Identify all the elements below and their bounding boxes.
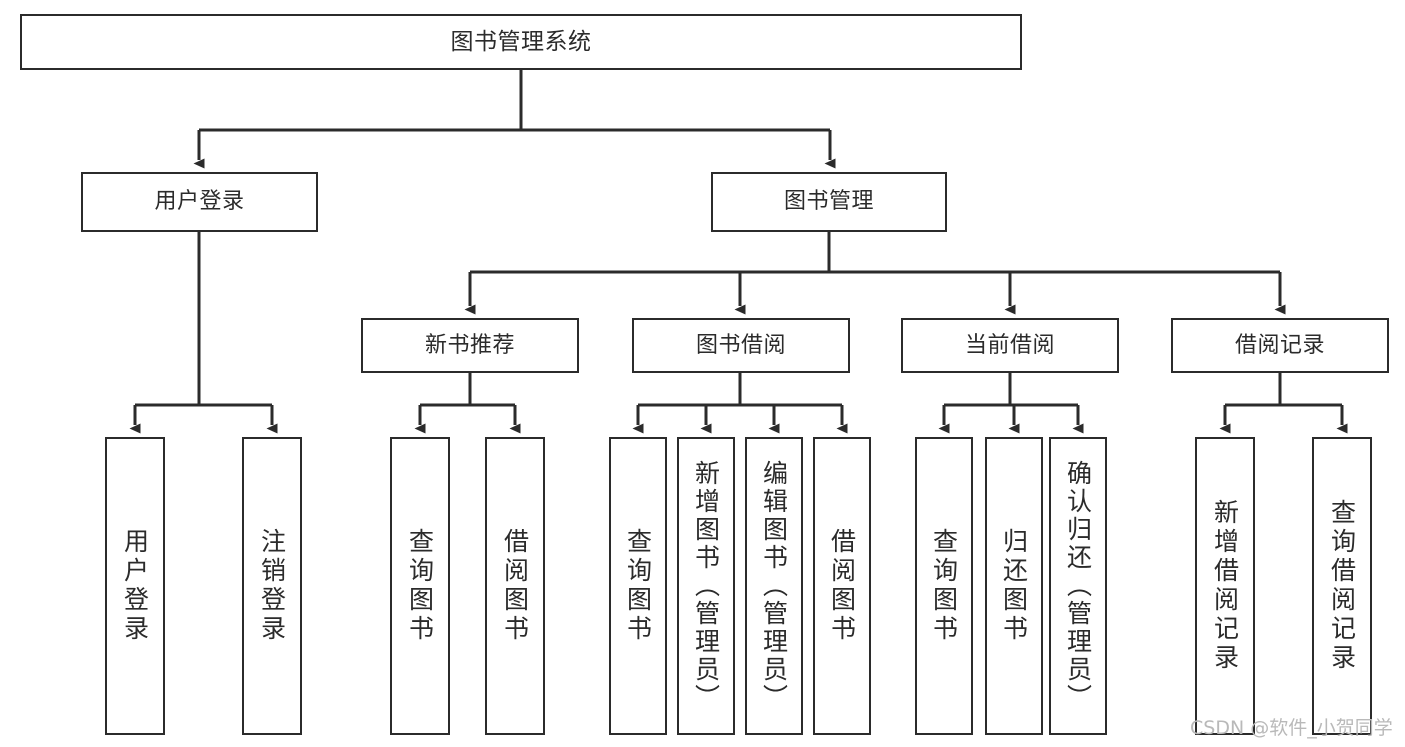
node-current-borrow-label: 当前借阅: [964, 332, 1055, 358]
node-leaf-confirm-return-label: 确认归还（管理员）: [1063, 460, 1093, 712]
csdn-watermark: CSDN @软件_小贺同学: [1190, 717, 1393, 739]
node-leaf-query-book-3[interactable]: 查询图书: [915, 437, 973, 735]
node-leaf-query-record-label: 查询借阅记录: [1327, 499, 1357, 673]
node-leaf-logout[interactable]: 注销登录: [242, 437, 302, 735]
node-leaf-query-book-1-label: 查询图书: [405, 528, 435, 644]
node-root[interactable]: 图书管理系统: [20, 14, 1022, 70]
node-leaf-user-login[interactable]: 用户登录: [105, 437, 165, 735]
node-leaf-borrow-book-1[interactable]: 借阅图书: [485, 437, 545, 735]
node-book-manage[interactable]: 图书管理: [711, 172, 947, 232]
node-leaf-add-record[interactable]: 新增借阅记录: [1195, 437, 1255, 735]
node-leaf-edit-book-label: 编辑图书（管理员）: [759, 460, 789, 712]
node-leaf-query-book-2[interactable]: 查询图书: [609, 437, 667, 735]
node-book-manage-label: 图书管理: [783, 189, 874, 215]
node-leaf-add-book-label: 新增图书（管理员）: [691, 460, 721, 712]
node-leaf-add-record-label: 新增借阅记录: [1210, 499, 1240, 673]
node-book-borrow[interactable]: 图书借阅: [632, 318, 850, 373]
node-leaf-borrow-book-2[interactable]: 借阅图书: [813, 437, 871, 735]
node-leaf-return-book-label: 归还图书: [999, 528, 1029, 644]
node-new-book-rec-label: 新书推荐: [424, 332, 515, 358]
node-book-borrow-label: 图书借阅: [695, 332, 786, 358]
node-leaf-borrow-book-1-label: 借阅图书: [500, 528, 530, 644]
node-leaf-logout-label: 注销登录: [257, 528, 287, 644]
node-borrow-record[interactable]: 借阅记录: [1171, 318, 1389, 373]
node-borrow-record-label: 借阅记录: [1234, 332, 1325, 358]
node-leaf-query-book-2-label: 查询图书: [623, 528, 653, 644]
node-user-login[interactable]: 用户登录: [81, 172, 318, 232]
node-current-borrow[interactable]: 当前借阅: [901, 318, 1119, 373]
node-leaf-confirm-return[interactable]: 确认归还（管理员）: [1049, 437, 1107, 735]
node-user-login-label: 用户登录: [154, 189, 245, 215]
node-leaf-query-record[interactable]: 查询借阅记录: [1312, 437, 1372, 735]
node-leaf-borrow-book-2-label: 借阅图书: [827, 528, 857, 644]
node-root-label: 图书管理系统: [450, 28, 592, 55]
node-leaf-return-book[interactable]: 归还图书: [985, 437, 1043, 735]
node-leaf-query-book-3-label: 查询图书: [929, 528, 959, 644]
node-new-book-rec[interactable]: 新书推荐: [361, 318, 579, 373]
node-leaf-query-book-1[interactable]: 查询图书: [390, 437, 450, 735]
node-leaf-edit-book[interactable]: 编辑图书（管理员）: [745, 437, 803, 735]
node-leaf-user-login-label: 用户登录: [120, 528, 150, 644]
node-leaf-add-book[interactable]: 新增图书（管理员）: [677, 437, 735, 735]
